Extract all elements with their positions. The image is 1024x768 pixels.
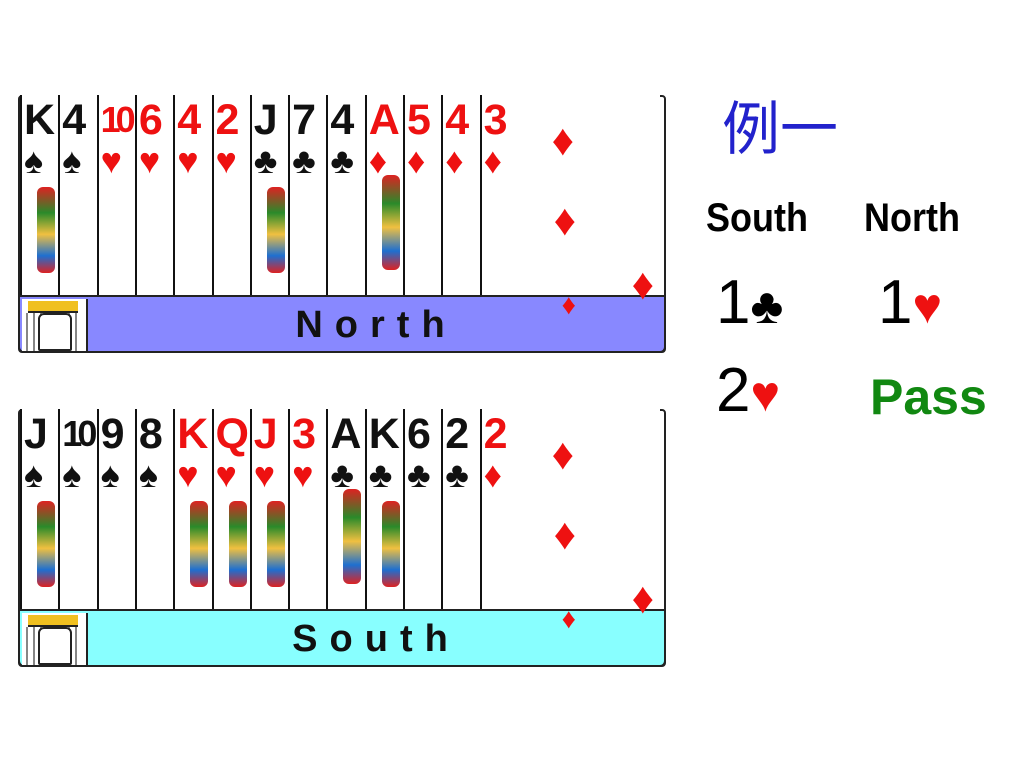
- card-rank: K: [24, 96, 55, 144]
- card-rank: J: [253, 96, 278, 144]
- heart-suit-icon: ♥: [292, 454, 314, 495]
- card-rank: K: [177, 410, 208, 458]
- bid-north-1: 1♥: [878, 268, 942, 341]
- diamond-pip-icon: ♦: [551, 430, 575, 479]
- card-3-of-diamond[interactable]: 3♦♦♦♦♦: [479, 95, 660, 320]
- face-card-art-icon: [228, 501, 247, 587]
- card-rank: 9: [100, 410, 125, 458]
- club-suit-icon: ♣: [445, 454, 469, 495]
- diamond-pip-icon: ♦: [553, 196, 577, 245]
- card-rank: 8: [138, 410, 163, 458]
- club-suit-icon: ♣: [368, 454, 393, 495]
- spade-suit-icon: ♠: [138, 454, 159, 495]
- heart-suit-icon: ♥: [177, 140, 199, 181]
- spade-suit-icon: ♠: [100, 454, 120, 495]
- heart-suit-icon: ♥: [100, 140, 122, 181]
- card-rank: 4: [62, 96, 86, 144]
- bid-level: 2: [716, 356, 751, 425]
- card-rank: 4: [330, 96, 354, 144]
- ace-card-art-icon: [343, 489, 362, 584]
- heart-suit-icon: ♥: [750, 366, 781, 422]
- diamond-suit-icon: ♦: [407, 140, 426, 181]
- ace-card-art-icon: [381, 175, 400, 270]
- card-rank: 3: [483, 96, 508, 144]
- card-rank: 10: [62, 413, 97, 454]
- bidding-header-south: South: [706, 196, 808, 240]
- heart-suit-icon: ♥: [138, 140, 161, 181]
- spade-suit-icon: ♠: [62, 454, 82, 495]
- jack-portrait-icon: [22, 613, 88, 665]
- diamond-pip-icon: ♦: [561, 603, 576, 634]
- bid-level: 1: [878, 268, 913, 337]
- face-card-art-icon: [266, 187, 285, 273]
- heart-suit-icon: ♥: [177, 454, 199, 495]
- bidding-table: South North 1♣ 1♥ 2♥ Pass: [706, 196, 1006, 436]
- diamond-pip-icon: ♦: [551, 116, 575, 165]
- card-rank: A: [368, 96, 400, 144]
- south-hand-panel: J♠10♠9♠8♠K♥Q♥J♥3♥A♣K♣6♣2♣2♦♦♦♦♦ South: [18, 409, 668, 669]
- heart-suit-icon: ♥: [215, 454, 237, 495]
- diamond-pip-icon: ♦: [561, 289, 576, 320]
- jack-portrait-icon: [22, 299, 88, 351]
- bid-north-pass: Pass: [870, 369, 987, 425]
- club-suit-icon: ♣: [330, 454, 355, 495]
- diamond-pip-icon: ♦: [631, 260, 655, 309]
- card-rank: 4: [445, 96, 469, 144]
- face-card-art-icon: [37, 501, 55, 587]
- south-nameplate: South: [18, 609, 666, 667]
- bid-level: 1: [716, 268, 751, 337]
- bid-south-1: 1♣: [716, 268, 783, 341]
- face-card-art-icon: [266, 501, 285, 587]
- bid-south-2: 2♥: [716, 356, 780, 429]
- bidding-header-north: North: [864, 196, 960, 240]
- card-rank: 4: [177, 96, 201, 144]
- club-suit-icon: ♣: [292, 140, 316, 181]
- card-rank: 2: [445, 410, 469, 458]
- card-rank: A: [330, 410, 361, 458]
- diamond-suit-icon: ♦: [483, 140, 502, 181]
- spade-suit-icon: ♠: [24, 454, 44, 495]
- heart-suit-icon: ♥: [215, 140, 237, 181]
- card-rank: 7: [292, 96, 316, 144]
- card-rank: K: [368, 410, 400, 458]
- club-suit-icon: ♣: [750, 278, 784, 334]
- north-nameplate: North: [18, 295, 666, 353]
- card-rank: 5: [407, 96, 431, 144]
- diamond-suit-icon: ♦: [445, 140, 464, 181]
- heart-suit-icon: ♥: [253, 454, 276, 495]
- diamond-suit-icon: ♦: [368, 140, 388, 181]
- card-rank: J: [253, 410, 278, 458]
- example-title: 例一: [722, 95, 839, 163]
- north-hand-panel: K♠4♠10♥6♥4♥2♥J♣7♣4♣A♦5♦4♦3♦♦♦♦♦ North: [18, 95, 668, 355]
- north-label: North: [295, 304, 457, 346]
- heart-suit-icon: ♥: [912, 278, 943, 334]
- spade-suit-icon: ♠: [62, 140, 82, 181]
- diamond-pip-icon: ♦: [631, 574, 655, 623]
- spade-suit-icon: ♠: [24, 140, 44, 181]
- card-rank: J: [24, 410, 48, 458]
- card-rank: 10: [100, 99, 136, 140]
- face-card-art-icon: [190, 501, 209, 587]
- card-rank: 3: [292, 410, 316, 458]
- card-rank: 6: [138, 96, 163, 144]
- face-card-art-icon: [381, 501, 400, 587]
- diamond-suit-icon: ♦: [483, 454, 502, 495]
- card-rank: Q: [215, 410, 249, 458]
- club-suit-icon: ♣: [330, 140, 355, 181]
- face-card-art-icon: [37, 187, 55, 273]
- card-rank: 2: [483, 410, 508, 458]
- club-suit-icon: ♣: [253, 140, 278, 181]
- card-rank: 6: [407, 410, 431, 458]
- card-rank: 2: [215, 96, 240, 144]
- club-suit-icon: ♣: [407, 454, 431, 495]
- diamond-pip-icon: ♦: [553, 510, 577, 559]
- card-2-of-diamond[interactable]: 2♦♦♦♦♦: [479, 409, 660, 634]
- south-label: South: [292, 618, 460, 660]
